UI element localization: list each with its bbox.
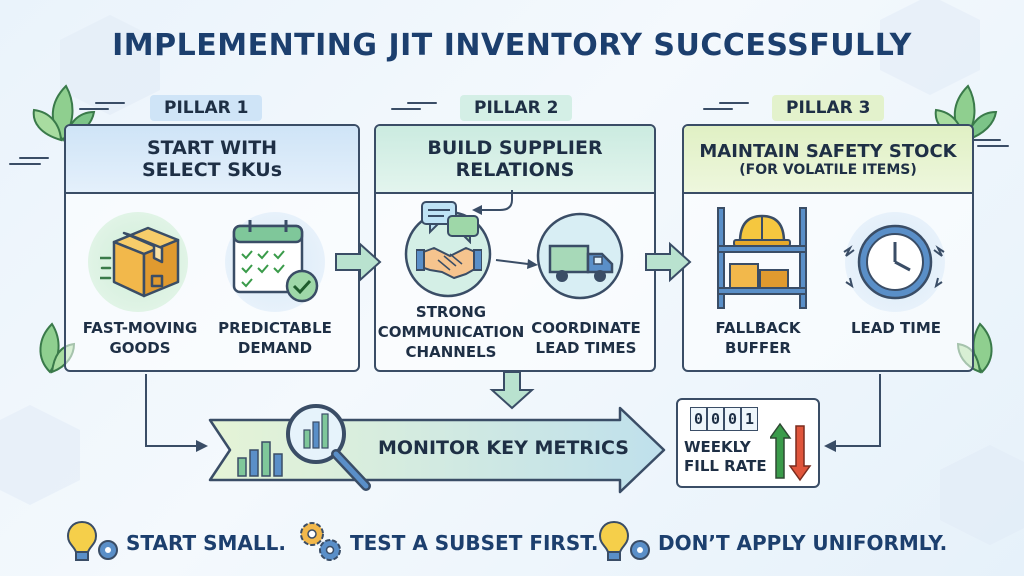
- tip-1: START SMALL.: [126, 531, 286, 555]
- pillar-1-heading-line2: SELECT SKUs: [141, 159, 283, 181]
- lightbulb-gear-icon: [66, 520, 118, 561]
- magnifier-chart-icon: [237, 404, 371, 491]
- pillar-3-heading: MAINTAIN SAFETY STOCK (FOR VOLATILE ITEM…: [684, 126, 972, 194]
- fill-rate-digit: 0: [690, 407, 707, 431]
- shelf-hardhat-icon: [717, 207, 807, 309]
- pillar-2-item-2-label: COORDINATE LEAD TIMES: [516, 318, 656, 358]
- pillar-1-item-1-label: FAST-MOVING GOODS: [70, 318, 210, 358]
- fill-rate-digit: 0: [707, 407, 724, 431]
- label-line: BUFFER: [725, 339, 791, 357]
- pillar-3-heading-line1: MAINTAIN SAFETY STOCK: [699, 140, 957, 162]
- pillar-2-tag: PILLAR 2: [460, 95, 573, 121]
- box-icon: [100, 226, 180, 298]
- up-down-arrows-icon: [770, 422, 812, 482]
- pillar-1-item-2-label: PREDICTABLE DEMAND: [205, 318, 345, 358]
- fill-rate-digit: 1: [741, 407, 758, 431]
- arrow-pillar1-to-2: [335, 241, 382, 283]
- label-line: LEAD TIMES: [535, 339, 637, 357]
- tip-3: DON’T APPLY UNIFORMLY.: [658, 531, 948, 555]
- gears-icon: [300, 522, 341, 561]
- pillar-2-item-1-label: STRONG COMMUNICATION CHANNELS: [376, 302, 526, 362]
- label-line: WEEKLY: [684, 438, 751, 456]
- label-line: PREDICTABLE: [218, 319, 332, 337]
- label-line: LEAD TIME: [850, 319, 942, 337]
- pillar-3-item-1-label: FALLBACK BUFFER: [688, 318, 828, 358]
- clock-icon: [843, 224, 945, 300]
- label-line: DEMAND: [237, 339, 313, 357]
- pillar-2-heading: BUILD SUPPLIER RELATIONS: [376, 126, 654, 194]
- pillar-1-tag: PILLAR 1: [150, 95, 263, 121]
- chat-bubbles-icon: [421, 201, 479, 244]
- pillar-3-item-2-label: LEAD TIME: [826, 318, 966, 338]
- metrics-label: MONITOR KEY METRICS: [378, 437, 629, 459]
- label-line: GOODS: [109, 339, 171, 357]
- label-line: FALLBACK: [715, 319, 801, 337]
- pillar-3-tag: PILLAR 3: [772, 95, 885, 121]
- fill-rate-label: WEEKLY FILL RATE: [684, 438, 770, 476]
- truck-icon: [548, 244, 614, 282]
- pillar-1-heading-line1: START WITH: [146, 137, 278, 159]
- lightbulb-gear-icon: [598, 520, 650, 561]
- pillar-2-heading-line1: BUILD SUPPLIER: [427, 137, 603, 159]
- label-line: FAST-MOVING: [82, 319, 198, 337]
- calendar-check-icon: [232, 220, 319, 303]
- arrow-pillar2-to-3: [645, 241, 692, 283]
- pillar-1-heading: START WITH SELECT SKUs: [66, 126, 358, 194]
- fill-rate-digit: 0: [724, 407, 741, 431]
- label-line: COORDINATE: [531, 319, 641, 337]
- label-line: CHANNELS: [405, 343, 497, 361]
- pillar-2-heading-line2: RELATIONS: [455, 159, 575, 181]
- handshake-icon: [416, 247, 482, 279]
- label-line: COMMUNICATION: [377, 323, 525, 341]
- tip-2: TEST A SUBSET FIRST.: [350, 531, 599, 555]
- label-line: STRONG: [415, 303, 487, 321]
- label-line: FILL RATE: [684, 457, 767, 475]
- page-title: IMPLEMENTING JIT INVENTORY SUCCESSFULLY: [112, 28, 912, 63]
- pillar-3-heading-line2: (FOR VOLATILE ITEMS): [739, 161, 917, 178]
- arrow-down-to-metrics: [489, 371, 535, 410]
